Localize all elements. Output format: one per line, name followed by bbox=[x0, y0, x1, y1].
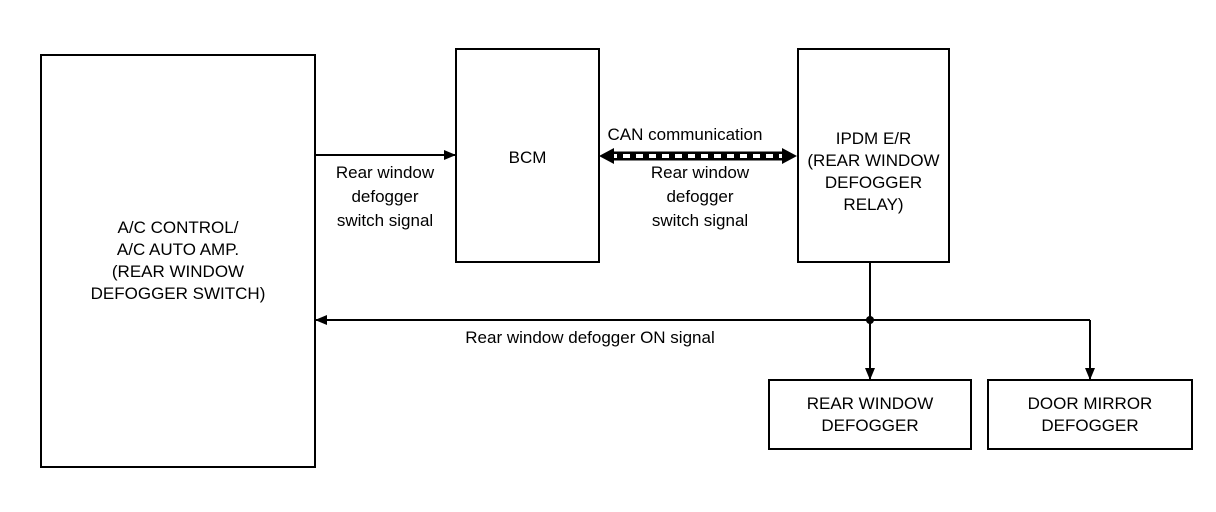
ipdm-line-1: IPDM E/R bbox=[835, 129, 912, 148]
on-signal-label: Rear window defogger ON signal bbox=[420, 326, 760, 350]
switch-signal-line-3: switch signal bbox=[336, 211, 434, 230]
ipdm-block: IPDM E/R (REAR WINDOW DEFOGGER RELAY) bbox=[797, 48, 950, 263]
switch-signal-line-1: Rear window bbox=[335, 163, 435, 182]
bcm-label: BCM bbox=[508, 148, 547, 167]
ac-control-line-2: A/C AUTO AMP. bbox=[116, 240, 240, 259]
bcm-block: BCM bbox=[455, 48, 600, 263]
ac-control-line-1: A/C CONTROL/ bbox=[117, 218, 239, 237]
rear-window-defogger-line-1: REAR WINDOW bbox=[806, 393, 934, 413]
door-mirror-defogger-block: DOOR MIRROR DEFOGGER bbox=[987, 379, 1193, 450]
rear-window-defogger-line-2: DEFOGGER bbox=[821, 415, 919, 435]
can-switch-signal-line-1: Rear window bbox=[650, 163, 750, 182]
switch-signal-label: Rear window defogger switch signal bbox=[318, 161, 452, 233]
can-switch-signal-label: Rear window defogger switch signal bbox=[620, 161, 780, 233]
rear-window-defogger-block: REAR WINDOW DEFOGGER bbox=[768, 379, 972, 450]
door-mirror-defogger-line-2: DEFOGGER bbox=[1041, 415, 1139, 435]
switch-signal-line-2: defogger bbox=[351, 187, 419, 206]
ac-control-line-4: DEFOGGER SWITCH) bbox=[90, 284, 266, 303]
ac-control-line-3: (REAR WINDOW bbox=[111, 262, 245, 281]
can-title: CAN communication bbox=[607, 125, 763, 144]
ac-control-block: A/C CONTROL/ A/C AUTO AMP. (REAR WINDOW … bbox=[40, 54, 316, 468]
ipdm-line-4: RELAY) bbox=[843, 195, 904, 214]
can-switch-signal-line-3: switch signal bbox=[651, 211, 749, 230]
can-switch-signal-line-2: defogger bbox=[666, 187, 734, 206]
ipdm-line-3: DEFOGGER bbox=[824, 173, 923, 192]
ipdm-line-2: (REAR WINDOW bbox=[807, 151, 940, 170]
can-arrow-right bbox=[782, 148, 797, 164]
door-mirror-defogger-line-1: DOOR MIRROR bbox=[1027, 393, 1153, 413]
can-arrow-left bbox=[599, 148, 614, 164]
can-communication-label: CAN communication bbox=[600, 123, 770, 147]
on-signal-text: Rear window defogger ON signal bbox=[465, 328, 715, 347]
